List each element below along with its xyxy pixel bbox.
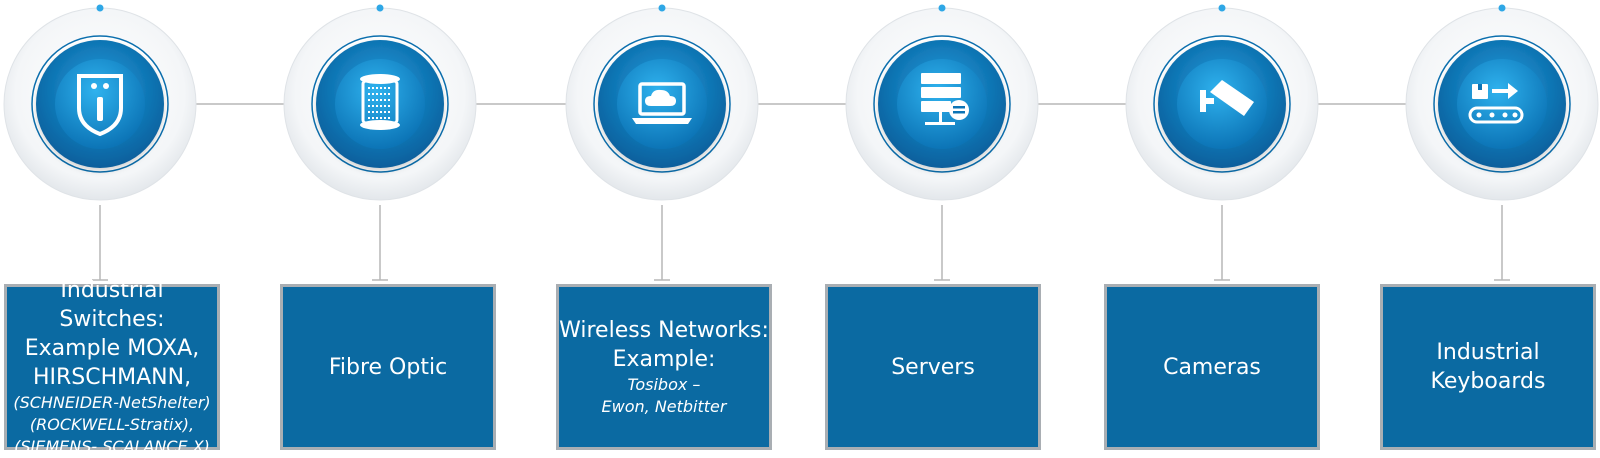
server-icon xyxy=(921,73,969,125)
top-dot xyxy=(1498,4,1506,12)
label-box-wireless-networks: Wireless Networks: Example: Tosibox – Ew… xyxy=(556,284,772,450)
switch-icon xyxy=(77,74,123,137)
node-fibre-optic xyxy=(283,4,477,281)
inner-disc xyxy=(1177,59,1267,149)
node-industrial-keyboards xyxy=(1405,4,1599,281)
top-dot xyxy=(376,4,384,12)
node-cameras xyxy=(1125,4,1319,281)
camera-icon xyxy=(1200,80,1254,116)
top-dot xyxy=(938,4,946,12)
box-subtitle: Tosibox – Ewon, Netbitter xyxy=(601,375,727,416)
box-subtitle: (SCHNEIDER-NetShelter) (ROCKWELL-Stratix… xyxy=(13,393,211,456)
label-box-industrial-switches: Industrial Switches: Example MOXA, HIRSC… xyxy=(4,278,220,456)
box-title: Cameras xyxy=(1163,354,1261,380)
label-box-servers: Servers xyxy=(825,284,1041,450)
fibre-spool-icon xyxy=(360,74,400,130)
top-dot xyxy=(658,4,666,12)
top-dot xyxy=(1218,4,1226,12)
node-industrial-switches xyxy=(3,4,197,281)
box-title: Servers xyxy=(891,354,975,380)
box-title: Fibre Optic xyxy=(328,354,448,380)
node-servers xyxy=(845,4,1039,281)
inner-disc xyxy=(1457,59,1547,149)
box-title: Industrial Keyboards xyxy=(1430,340,1546,394)
label-box-industrial-keyboards: Industrial Keyboards xyxy=(1380,284,1596,450)
box-title: Industrial Switches: Example MOXA, HIRSC… xyxy=(24,278,200,390)
box-title: Wireless Networks: Example: xyxy=(559,318,769,372)
label-box-fibre-optic: Fibre Optic xyxy=(280,284,496,450)
node-wireless-networks xyxy=(565,4,759,281)
cloud-laptop-icon xyxy=(632,82,692,124)
conveyor-icon xyxy=(1468,83,1524,124)
top-dot xyxy=(96,4,104,12)
inner-disc xyxy=(335,59,425,149)
label-box-cameras: Cameras xyxy=(1104,284,1320,450)
